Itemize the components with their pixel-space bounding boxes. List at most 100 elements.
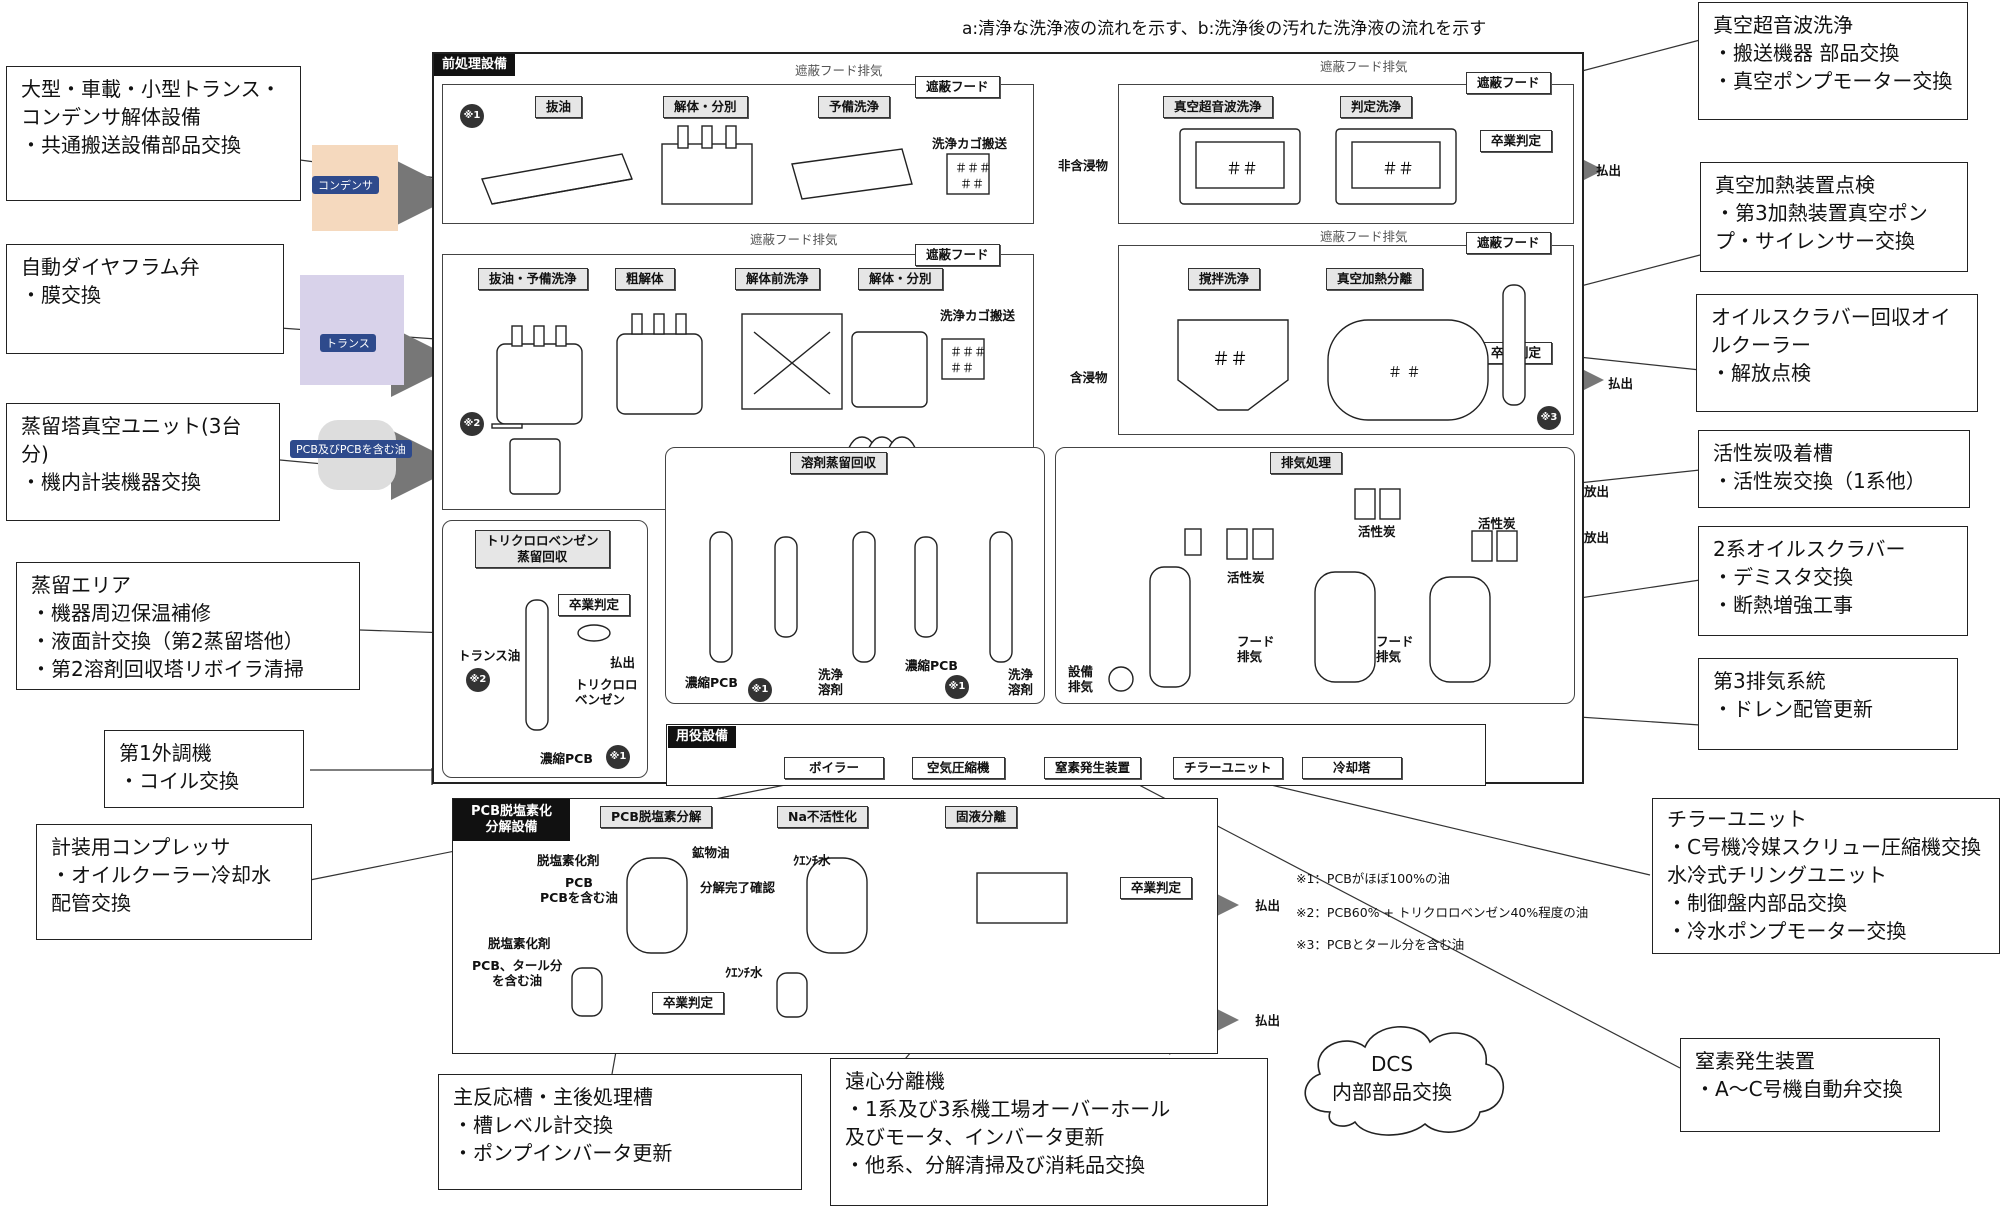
utilities-title: 用役設備	[668, 726, 737, 748]
legend-text: a:清浄な洗浄液の流れを示す、b:洗浄後の汚れた洗浄液の流れを示す	[962, 19, 1487, 39]
solvent-wash-1: 洗浄 溶剤	[818, 667, 844, 697]
exhaust-carbon-1: 活性炭	[1227, 570, 1265, 585]
callout-line: プ・サイレンサー交換	[1715, 229, 1915, 253]
callout-line: ・冷水ポンプモーター交換	[1667, 919, 1907, 943]
callout-line: 蒸留塔真空ユニット(3台	[21, 414, 242, 438]
callout-line: ・コイル交換	[119, 769, 239, 793]
vh-out: 払出	[1608, 376, 1634, 391]
pcb-decomp-title: PCB脱塩素化 分解設備	[453, 799, 570, 841]
callout-line: 主反応槽・主後処理槽	[453, 1085, 653, 1109]
pcb-quench-1: ｸｴﾝﾁ水	[793, 853, 831, 868]
callout-line: ・機内計装機器交換	[21, 470, 201, 494]
callout-line: ・槽レベル計交換	[453, 1113, 613, 1137]
callout-oil-scrubber: オイルスクラバー回収オイ ルクーラー ・解放点検	[1696, 294, 1978, 412]
svg-text:＃＃: ＃＃	[1226, 159, 1258, 178]
vh-hood-exhaust: 遮蔽フード排気	[1320, 229, 1408, 244]
step-drain-oil: 抜油	[535, 96, 583, 118]
note-2: ※2：PCB60% + トリクロロベンゼン40%程度の油	[1296, 905, 1589, 920]
callout-line: オイルスクラバー回収オイ	[1711, 305, 1951, 329]
badge-1-solvent-b: ※1	[945, 675, 969, 699]
callout-heater: 真空加熱装置点検 ・第3加熱装置真空ポン プ・サイレンサー交換	[1700, 162, 1968, 272]
callout-line: ・A～C号機自動弁交換	[1695, 1077, 1903, 1101]
svg-text:＃＃: ＃＃	[1212, 349, 1248, 370]
callout-line: 大型・車載・小型トランス・	[21, 77, 281, 101]
utility-chiller: チラーユニット	[1173, 757, 1283, 779]
svg-text:＃＃: ＃＃	[1382, 159, 1414, 178]
callout-scrubber2: 2系オイルスクラバー ・デミスタ交換 ・断熱増強工事	[1698, 526, 1968, 636]
dcs-line-0: DCS	[1370, 1052, 1414, 1076]
svg-text:＃＃: ＃＃	[950, 361, 974, 375]
exhaust-equipment-label: 設備 排気	[1068, 664, 1094, 694]
vh-equipment: ＃＃ ＃ ＃	[1177, 284, 1526, 421]
callout-distill-area: 蒸留エリア ・機器周辺保温補修 ・液面計交換（第2蒸留塔他） ・第2溶剤回収塔リ…	[16, 562, 360, 690]
step-dismantle-sort-2: 解体・分別	[858, 268, 943, 290]
utility-cooling-tower: 冷却塔	[1302, 757, 1402, 779]
callout-line: ・ポンプインバータ更新	[453, 1141, 673, 1165]
vu-out: 払出	[1596, 163, 1622, 178]
badge-2-lower: ※2	[460, 412, 484, 436]
badge-3-heater: ※3	[1537, 406, 1561, 430]
utility-nitrogen-generator: 窒素発生装置	[1044, 757, 1142, 779]
pcb-out-1: 払出	[1255, 898, 1281, 913]
pcb-step-na-inactivation: Na不活性化	[777, 806, 868, 828]
pcb-decomp-confirm: 分解完了確認	[700, 880, 776, 895]
callout-centrifuge: 遠心分離機 ・1系及び3系機工場オーバーホール 及びモータ、インバータ更新 ・他…	[830, 1058, 1268, 1206]
solvent-conc-pcb-1: 濃縮PCB	[685, 675, 738, 690]
exhaust-title: 排気処理	[1270, 452, 1343, 474]
vu-hood-label: 遮蔽フード	[1466, 72, 1551, 94]
callout-main-reactor: 主反応槽・主後処理槽 ・槽レベル計交換 ・ポンプインバータ更新	[438, 1074, 802, 1190]
step-rough-dismantle: 粗解体	[615, 268, 675, 290]
route-non-immersed: 非含浸物	[1058, 158, 1109, 173]
pcb-graduation-1: 卒業判定	[1120, 877, 1193, 899]
callout-distill-vacuum: 蒸留塔真空ユニット(3台 分) ・機内計装機器交換	[6, 403, 280, 521]
callout-line: 及びモータ、インバータ更新	[845, 1125, 1105, 1149]
callout-line: チラーユニット	[1667, 807, 1807, 831]
solvent-columns	[709, 531, 1013, 663]
vu-hood-exhaust: 遮蔽フード排気	[1320, 59, 1408, 74]
callout-carbon: 活性炭吸着槽 ・活性炭交換（1系他）	[1698, 430, 1970, 508]
callout-line: ・膜交換	[21, 283, 101, 307]
tcb-trans-oil: トランス油	[458, 648, 521, 663]
step-vacuum-ultrasonic: 真空超音波洗浄	[1163, 96, 1273, 118]
callout-line: ・共通搬送設備部品交換	[21, 133, 241, 157]
pcb-mineral-oil: 鉱物油	[692, 845, 730, 860]
callout-line: 真空超音波洗浄	[1713, 13, 1853, 37]
lower-hood-exhaust: 遮蔽フード排気	[750, 232, 838, 247]
callout-line: 配管交換	[51, 891, 131, 915]
pcb-oil-input: PCB PCBを含む油	[540, 875, 618, 905]
svg-text:＃＃＃: ＃＃＃	[950, 345, 986, 359]
exhaust-release-2: 放出	[1584, 530, 1610, 545]
vu-equipment: ＃＃ ＃＃	[1179, 128, 1457, 205]
pretreatment-title: 前処理設備	[434, 54, 516, 76]
callout-compressor: 計装用コンプレッサ ・オイルクーラー冷却水 配管交換	[36, 824, 312, 940]
pcb-out-2: 払出	[1255, 1013, 1281, 1028]
pcb-step-dechlorination: PCB脱塩素分解	[600, 806, 713, 828]
upper-basket-label: 洗浄カゴ搬送	[932, 136, 1008, 151]
callout-line: 計装用コンプレッサ	[51, 835, 231, 859]
callout-line: 窒素発生装置	[1695, 1049, 1815, 1073]
callout-line: 蒸留エリア	[31, 573, 131, 597]
tcb-graduation: 卒業判定	[558, 594, 631, 616]
utility-boiler: ボイラー	[784, 757, 885, 779]
note-3: ※3：PCBとタール分を含む油	[1296, 937, 1465, 952]
callout-line: ・断熱増強工事	[1713, 593, 1853, 617]
exhaust-hood-1: フード 排気	[1237, 634, 1275, 664]
badge-1-upper: ※1	[460, 104, 484, 128]
tcb-title: トリクロロベンゼン 蒸留回収	[475, 530, 610, 568]
callout-line: ルクーラー	[1711, 333, 1811, 357]
pcb-quench-2: ｸｴﾝﾁ水	[725, 965, 763, 980]
transformer-label: トランス	[320, 334, 376, 352]
callout-line: ・制御盤内部品交換	[1667, 891, 1847, 915]
step-judgement-wash: 判定洗浄	[1340, 96, 1413, 118]
dcs-cloud	[1304, 1026, 1505, 1136]
transformer-image	[300, 275, 404, 385]
tcb-tcb: トリクロロ ベンゼン	[575, 677, 638, 707]
pcb-tar-oil: PCB、タール分 を含む油	[472, 958, 563, 988]
note-1: ※1：PCBがほぼ100%の油	[1296, 871, 1451, 886]
step-drain-prewash: 抜油・予備洗浄	[478, 268, 588, 290]
tcb-out: 払出	[610, 655, 636, 670]
callout-ultrasonic: 真空超音波洗浄 ・搬送機器 部品交換 ・真空ポンプモーター交換	[1698, 2, 1968, 120]
badge-1-solvent-a: ※1	[748, 678, 772, 702]
lower-basket-label: 洗浄カゴ搬送	[940, 308, 1016, 323]
callout-line: 活性炭吸着槽	[1713, 441, 1833, 465]
